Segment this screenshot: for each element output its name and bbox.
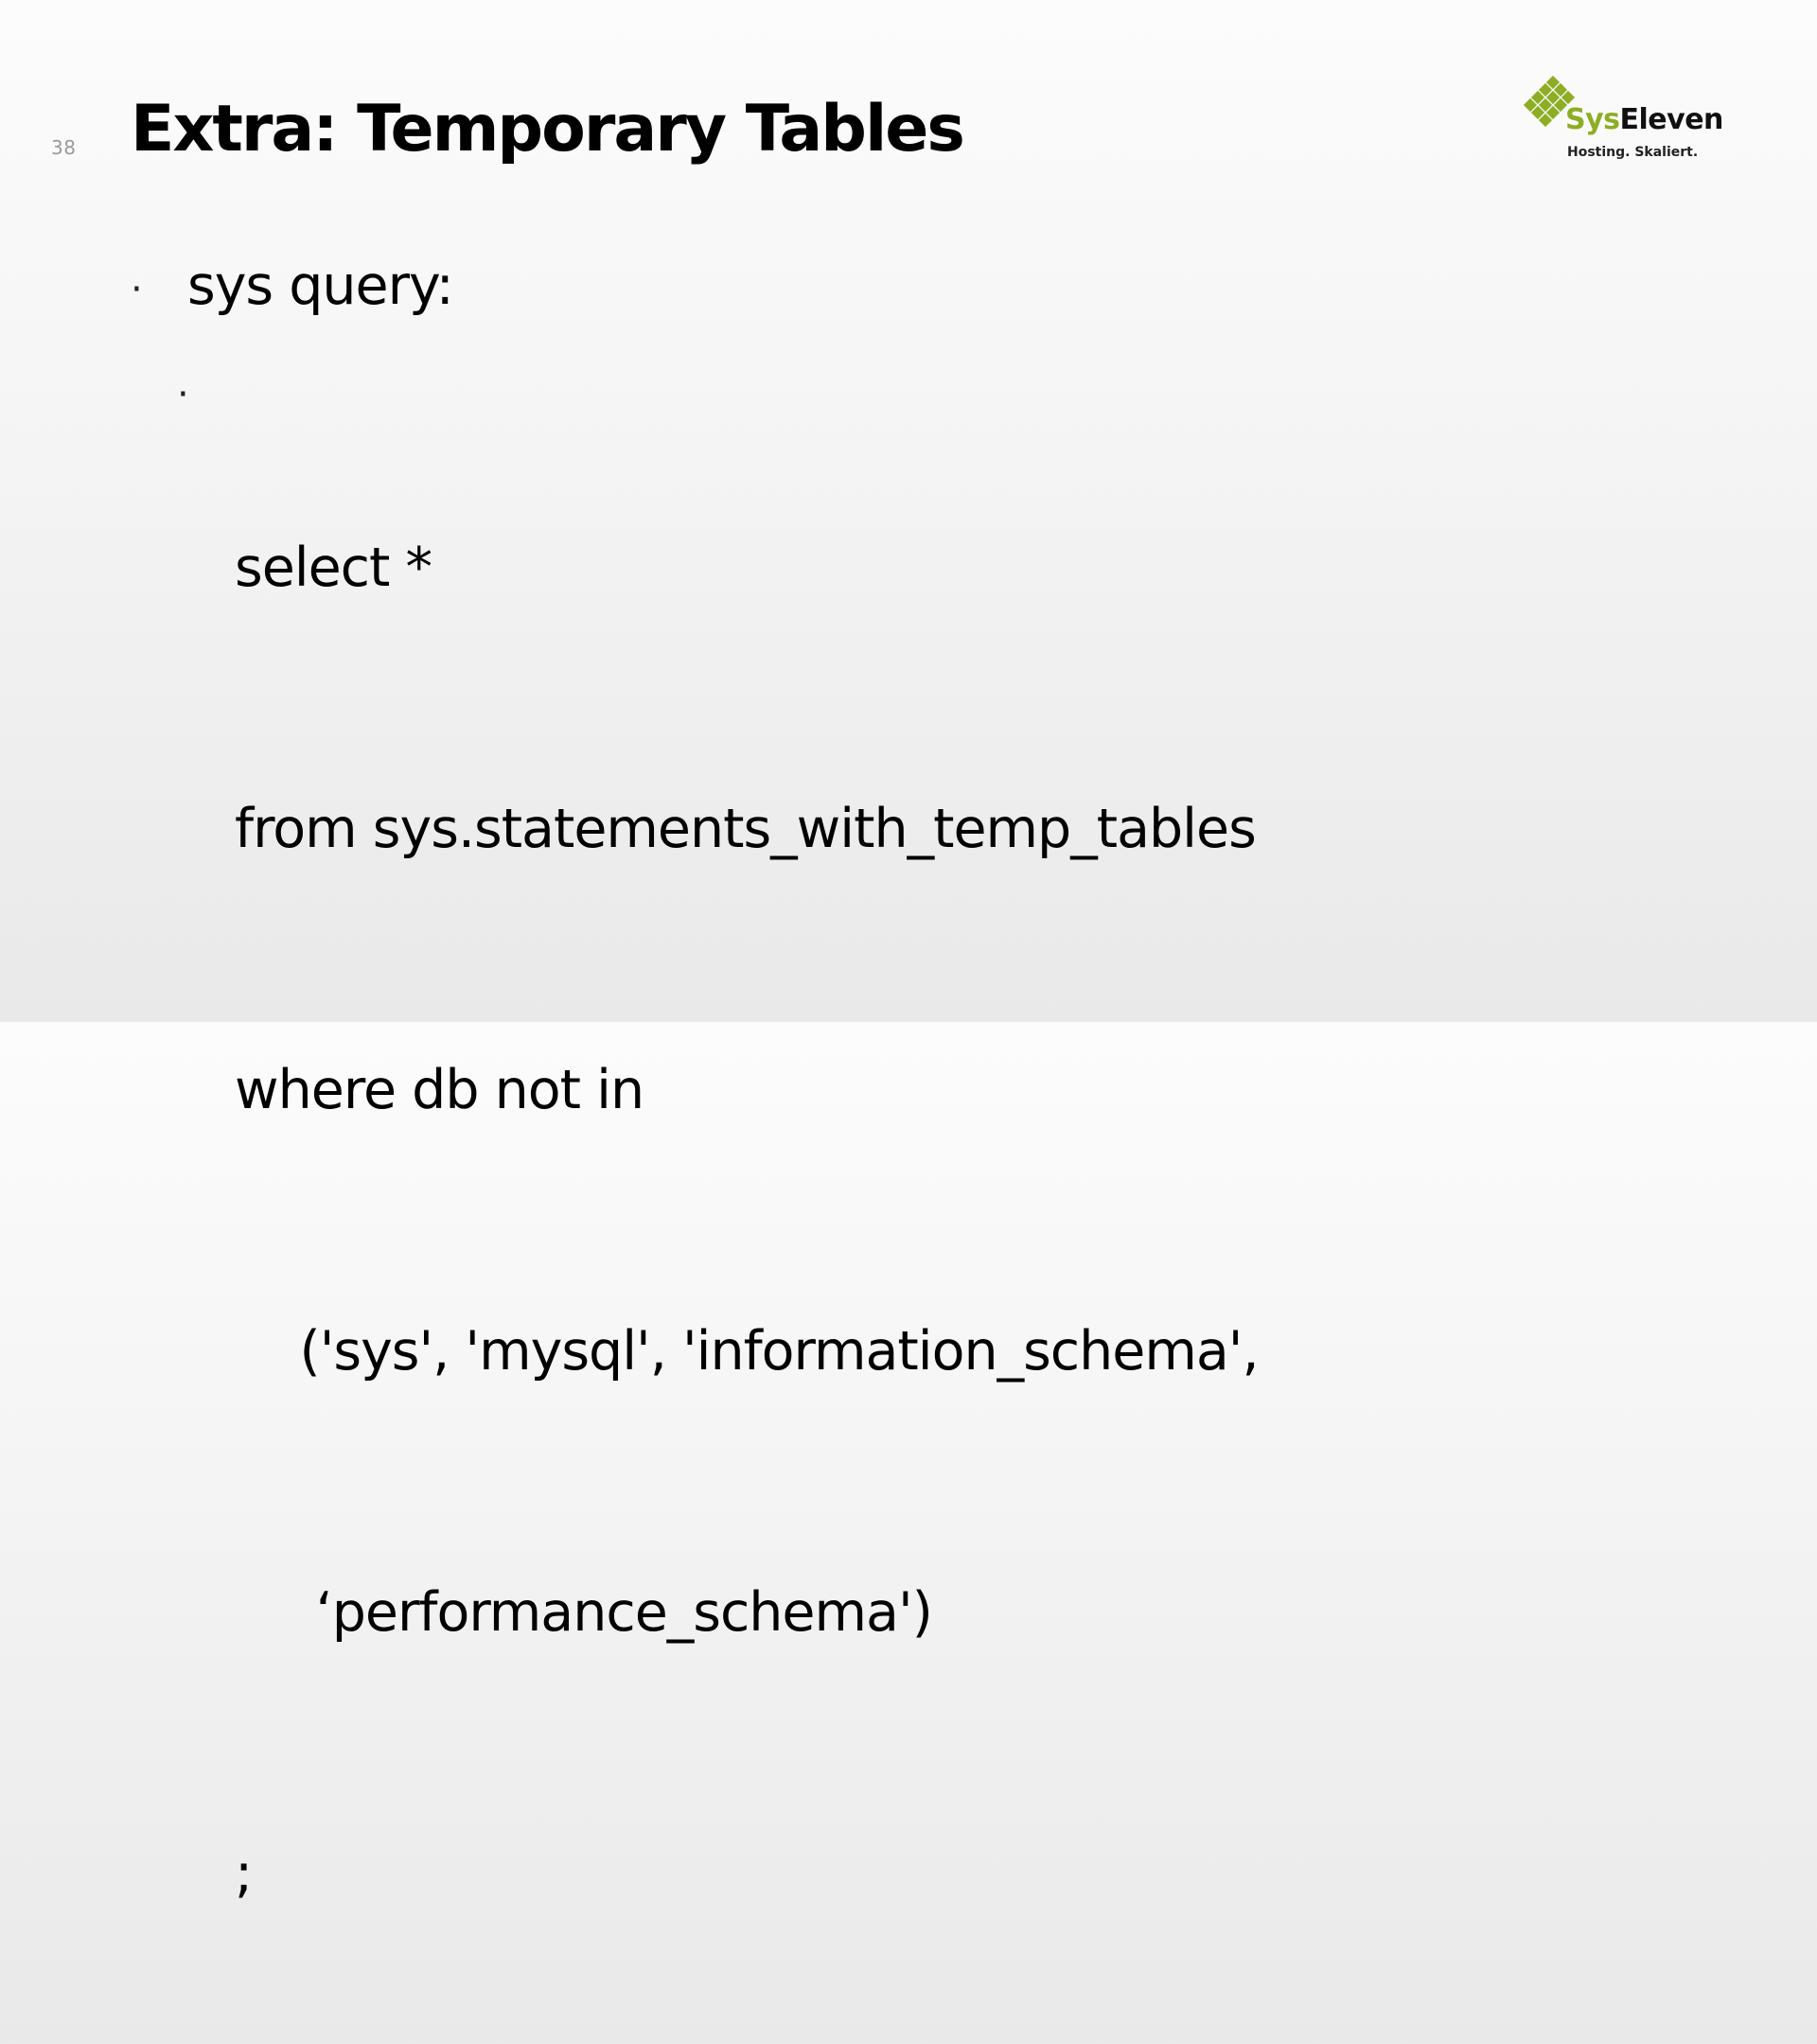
code-line: where db not in xyxy=(235,1059,644,1121)
page-number: 38 xyxy=(51,136,77,159)
logo-wordmark: SysEleven xyxy=(1565,106,1723,134)
slide-title: Extra: Temporary Tables xyxy=(131,92,965,167)
slide: 38 Extra: Temporary Tables SysEleven Hos… xyxy=(51,76,1723,1905)
logo-wordmark-rest: Eleven xyxy=(1619,103,1724,136)
bullet-marker-level2: · xyxy=(177,373,189,416)
bullet-item-sys-query: sys query: xyxy=(187,255,454,317)
sys-eleven-logo: SysEleven Hosting. Skaliert. xyxy=(1522,76,1723,163)
bullet-marker-level1: · xyxy=(131,268,143,311)
bullet-list: · sys query: · select * from sys.stateme… xyxy=(131,255,1260,1905)
logo-wordmark-accent: Sys xyxy=(1565,103,1620,136)
code-line: ; xyxy=(235,1842,253,1905)
code-line: select * xyxy=(235,537,432,599)
code-line: ‘performance_schema') xyxy=(235,1581,933,1644)
logo-tagline: Hosting. Skaliert. xyxy=(1567,145,1699,160)
code-line: from sys.statements_with_temp_tables xyxy=(235,798,1257,860)
code-line: ('sys', 'mysql', 'information_schema', xyxy=(235,1320,1259,1383)
diamond-grid-logo-icon xyxy=(1524,76,1576,128)
code-block-sql-query: select * from sys.statements_with_temp_t… xyxy=(235,350,1260,2044)
